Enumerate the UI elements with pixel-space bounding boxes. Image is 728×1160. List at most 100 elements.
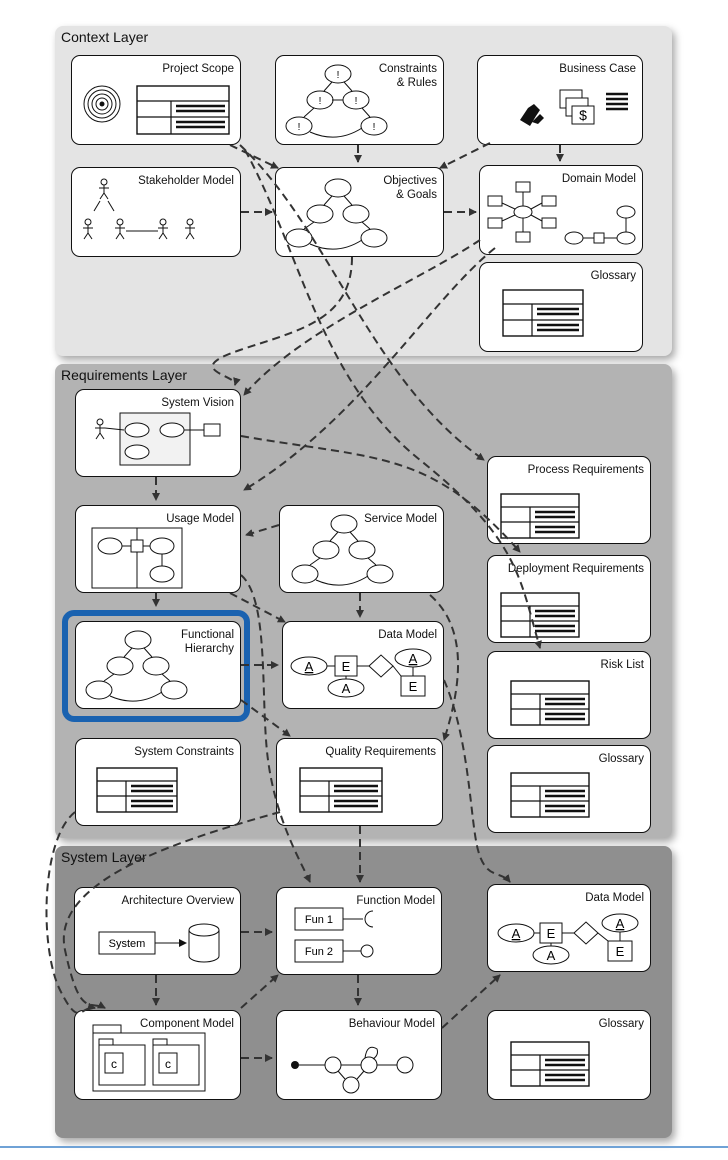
constraints-rules-box[interactable]: Constraints & Rules ! ! ! ! ! bbox=[275, 55, 444, 145]
state-diagram bbox=[291, 1046, 414, 1094]
data-model-req-box[interactable]: Data Model A E A A E bbox=[282, 621, 444, 709]
table-icon bbox=[500, 592, 580, 638]
glossary-context-title: Glossary bbox=[590, 270, 636, 282]
system-vision-box[interactable]: System Vision bbox=[75, 389, 241, 477]
stakeholder-figures bbox=[83, 178, 195, 240]
glossary-context-box[interactable]: Glossary bbox=[479, 262, 643, 352]
service-model-box[interactable]: Service Model bbox=[279, 505, 444, 593]
behaviour-model-title: Behaviour Model bbox=[348, 1018, 435, 1030]
architecture-overview-box[interactable]: Architecture Overview System bbox=[74, 887, 241, 975]
component-diagram: c c bbox=[92, 1024, 206, 1092]
handshake-icon bbox=[520, 104, 540, 126]
glossary-sys-title: Glossary bbox=[598, 1018, 644, 1030]
er-entity-1: E bbox=[547, 926, 556, 941]
data-model-sys-box[interactable]: Data Model A E A A E bbox=[487, 884, 651, 972]
bottom-rule bbox=[0, 1146, 728, 1148]
target-icon bbox=[83, 85, 121, 123]
domain-model-box[interactable]: Domain Model bbox=[479, 165, 643, 255]
er-entity-1: E bbox=[342, 659, 351, 674]
domain-model-title: Domain Model bbox=[561, 173, 636, 185]
behaviour-model-box[interactable]: Behaviour Model bbox=[276, 1010, 442, 1100]
dollar-sign: $ bbox=[579, 107, 587, 123]
system-vision-title: System Vision bbox=[161, 397, 234, 409]
functional-graph-icon bbox=[85, 630, 188, 702]
er-diagram: A E A A E bbox=[290, 648, 432, 698]
er-attr: A bbox=[342, 681, 351, 696]
risk-list-title: Risk List bbox=[600, 659, 644, 671]
table-icon bbox=[136, 85, 230, 135]
functional-hierarchy-box[interactable]: Functional Hierarchy bbox=[75, 621, 241, 709]
table-icon bbox=[502, 289, 584, 337]
deployment-requirements-title: Deployment Requirements bbox=[507, 563, 644, 575]
requirements-layer-title: Requirements Layer bbox=[61, 367, 188, 383]
constraints-rules-title: Constraints & Rules bbox=[378, 63, 437, 89]
er-attr-key-2: A bbox=[616, 916, 625, 931]
function-diagram: Fun 1 Fun 2 bbox=[294, 907, 374, 963]
exclaim-4: ! bbox=[298, 122, 301, 133]
constraints-graph-icon: ! ! ! ! ! bbox=[285, 64, 388, 138]
usage-activity-diagram bbox=[91, 527, 183, 589]
er-entity-2: E bbox=[409, 679, 418, 694]
process-requirements-title: Process Requirements bbox=[527, 464, 644, 476]
fun2-label: Fun 2 bbox=[305, 946, 333, 958]
component-model-title: Component Model bbox=[140, 1018, 234, 1030]
goals-graph-icon bbox=[285, 178, 388, 250]
architecture-overview-title: Architecture Overview bbox=[121, 895, 234, 907]
risk-list-box[interactable]: Risk List bbox=[487, 651, 651, 739]
er-attr-key: A bbox=[305, 659, 314, 674]
er-attr: A bbox=[547, 948, 556, 963]
component-c-1: c bbox=[111, 1057, 117, 1071]
service-graph-icon bbox=[291, 514, 394, 586]
component-c-2: c bbox=[165, 1057, 171, 1071]
deployment-requirements-box[interactable]: Deployment Requirements bbox=[487, 555, 651, 643]
functional-hierarchy-title: Functional Hierarchy bbox=[180, 629, 234, 655]
architecture-diagram: System bbox=[98, 923, 220, 963]
process-requirements-box[interactable]: Process Requirements bbox=[487, 456, 651, 544]
system-layer-title: System Layer bbox=[61, 849, 147, 865]
function-model-box[interactable]: Function Model Fun 1 Fun 2 bbox=[276, 887, 442, 975]
objectives-goals-box[interactable]: Objectives & Goals bbox=[275, 167, 444, 257]
project-scope-box[interactable]: Project Scope bbox=[71, 55, 241, 145]
quality-requirements-title: Quality Requirements bbox=[325, 746, 436, 758]
exclaim-3: ! bbox=[355, 96, 358, 107]
business-case-box[interactable]: Business Case $ bbox=[477, 55, 643, 145]
exclaim-1: ! bbox=[337, 70, 340, 81]
table-icon bbox=[96, 767, 178, 813]
er-diagram: A E A A E bbox=[497, 913, 639, 965]
exclaim-2: ! bbox=[319, 96, 322, 107]
component-model-box[interactable]: Component Model c c bbox=[74, 1010, 241, 1100]
system-label: System bbox=[109, 938, 146, 950]
system-vision-diagram bbox=[95, 412, 221, 466]
usage-model-box[interactable]: Usage Model bbox=[75, 505, 241, 593]
er-attr-key-2: A bbox=[409, 651, 418, 666]
table-icon bbox=[500, 493, 580, 539]
function-model-title: Function Model bbox=[356, 895, 435, 907]
table-icon bbox=[510, 1041, 590, 1087]
exclaim-5: ! bbox=[373, 122, 376, 133]
domain-graph-icon bbox=[487, 181, 636, 245]
data-model-sys-title: Data Model bbox=[585, 892, 644, 904]
context-layer-title: Context Layer bbox=[61, 29, 149, 45]
er-entity-2: E bbox=[616, 944, 625, 959]
stakeholder-model-box[interactable]: Stakeholder Model bbox=[71, 167, 241, 257]
actor-icon bbox=[95, 418, 105, 440]
er-attr-key: A bbox=[512, 926, 521, 941]
table-icon bbox=[299, 767, 383, 813]
table-icon bbox=[510, 772, 590, 818]
fun1-label: Fun 1 bbox=[305, 914, 333, 926]
table-icon bbox=[510, 680, 590, 726]
glossary-req-title: Glossary bbox=[598, 753, 644, 765]
quality-requirements-box[interactable]: Quality Requirements bbox=[276, 738, 443, 826]
system-constraints-title: System Constraints bbox=[134, 746, 234, 758]
system-constraints-box[interactable]: System Constraints bbox=[75, 738, 241, 826]
business-case-title: Business Case bbox=[559, 63, 636, 75]
usage-model-title: Usage Model bbox=[166, 513, 234, 525]
glossary-sys-box[interactable]: Glossary bbox=[487, 1010, 651, 1100]
business-icons: $ bbox=[520, 89, 628, 126]
project-scope-title: Project Scope bbox=[162, 63, 234, 75]
data-model-req-title: Data Model bbox=[378, 629, 437, 641]
stakeholder-model-title: Stakeholder Model bbox=[138, 175, 234, 187]
functional-hierarchy-highlight bbox=[62, 610, 250, 722]
glossary-req-box[interactable]: Glossary bbox=[487, 745, 651, 833]
actor-icon bbox=[99, 178, 109, 200]
